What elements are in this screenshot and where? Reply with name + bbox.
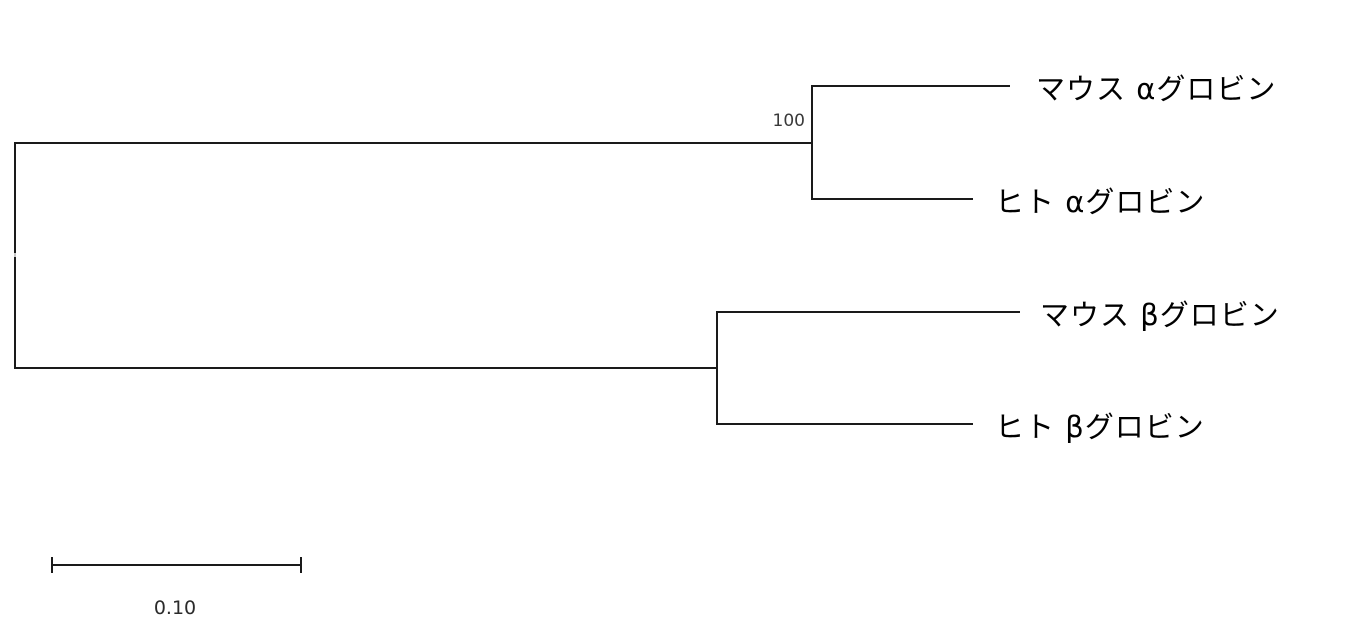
scale-bar-left-tick bbox=[51, 557, 53, 573]
scale-bar-line bbox=[51, 564, 302, 566]
leaf-label-human-beta-globin: ヒト βグロビン bbox=[995, 410, 1205, 444]
branch-alpha-clade-vertical bbox=[811, 85, 813, 200]
branch-mouse-beta-globin bbox=[716, 311, 1020, 313]
leaf-label-mouse-beta-globin: マウス βグロビン bbox=[1040, 298, 1280, 332]
branch-beta-clade-vertical bbox=[716, 311, 718, 425]
leaf-label-mouse-alpha-globin: マウス αグロビン bbox=[1036, 72, 1277, 106]
branch-root-to-alpha-clade bbox=[14, 142, 813, 144]
branch-human-alpha-globin bbox=[811, 198, 973, 200]
scale-bar-right-tick bbox=[300, 557, 302, 573]
bootstrap-value: 100 bbox=[772, 111, 805, 131]
branch-root-to-beta-clade bbox=[14, 367, 718, 369]
branch-mouse-alpha-globin bbox=[811, 85, 1010, 87]
scale-bar-label: 0.10 bbox=[153, 597, 197, 619]
root-node-marker bbox=[14, 253, 16, 257]
leaf-label-human-alpha-globin: ヒト αグロビン bbox=[995, 185, 1206, 219]
branch-human-beta-globin bbox=[716, 423, 973, 425]
